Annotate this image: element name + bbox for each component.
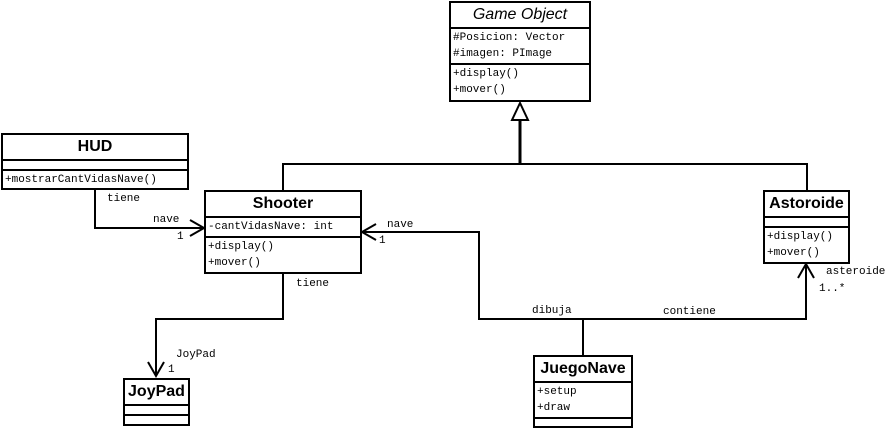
method: +mover(): [453, 84, 506, 96]
method: +display(): [767, 231, 834, 243]
attributes-section: +setup +draw: [535, 381, 631, 417]
methods-section: [535, 417, 631, 427]
method: +display(): [208, 241, 275, 253]
arrowhead-shooter-joypad-icon: [147, 361, 165, 379]
role-label: nave: [153, 214, 180, 226]
methods-section: +display() +mover(): [765, 226, 848, 262]
attributes-section: [3, 159, 187, 169]
methods-section: +display() +mover(): [206, 236, 360, 272]
association-label: tiene: [296, 278, 330, 290]
multiplicity-label: 1..*: [819, 283, 846, 295]
class-name: JoyPad: [128, 383, 185, 400]
association-hud-shooter: [94, 190, 204, 229]
multiplicity-label: 1: [177, 231, 184, 243]
attributes-section: #Posicion: Vector #imagen: PImage: [451, 27, 589, 63]
multiplicity-label: 1: [168, 364, 175, 376]
generalization-line: [282, 163, 808, 190]
arrowhead-juegonave-asteroide-icon: [797, 261, 815, 279]
association-label: dibuja: [532, 305, 572, 317]
association-shooter-joypad: [155, 274, 284, 376]
method: +display(): [453, 68, 520, 80]
class-joypad: JoyPad: [123, 378, 190, 426]
role-label: asteroide: [826, 266, 886, 278]
attribute: #Posicion: Vector: [453, 32, 566, 44]
class-shooter: Shooter -cantVidasNave: int +display() +…: [204, 190, 362, 274]
methods-section: [125, 414, 188, 424]
attribute: #imagen: PImage: [453, 48, 553, 60]
class-name: Game Object: [472, 6, 568, 23]
attribute: +draw: [537, 402, 571, 414]
role-label: nave: [387, 219, 414, 231]
class-name: Shooter: [252, 195, 314, 212]
association-juegonave-shooter: [362, 231, 584, 355]
association-label: contiene: [663, 306, 716, 318]
attribute: +setup: [537, 386, 577, 398]
class-hud: HUD +mostrarCantVidasNave(): [1, 133, 189, 190]
method: +mover(): [208, 257, 261, 269]
attributes-section: -cantVidasNave: int: [206, 216, 360, 236]
association-juegonave-asteroide: [583, 264, 807, 320]
association-label: tiene: [107, 193, 141, 205]
class-asteroide: Astoroide +display() +mover(): [763, 190, 850, 264]
method: +mover(): [767, 247, 820, 259]
class-game-object: Game Object #Posicion: Vector #imagen: P…: [449, 1, 591, 102]
generalization-arrowhead-icon: [510, 100, 530, 121]
methods-section: +display() +mover(): [451, 63, 589, 99]
class-juego-nave: JuegoNave +setup +draw: [533, 355, 633, 428]
class-name: Astoroide: [769, 195, 844, 212]
method: +mostrarCantVidasNave(): [5, 174, 157, 186]
attributes-section: [765, 216, 848, 226]
arrowhead-juegonave-shooter-icon: [359, 223, 377, 241]
role-label: JoyPad: [176, 349, 216, 361]
class-name: JuegoNave: [540, 360, 626, 377]
attributes-section: [125, 404, 188, 414]
attribute: -cantVidasNave: int: [208, 221, 334, 233]
multiplicity-label: 1: [379, 235, 386, 247]
methods-section: +mostrarCantVidasNave(): [3, 169, 187, 189]
class-name: HUD: [77, 138, 113, 155]
